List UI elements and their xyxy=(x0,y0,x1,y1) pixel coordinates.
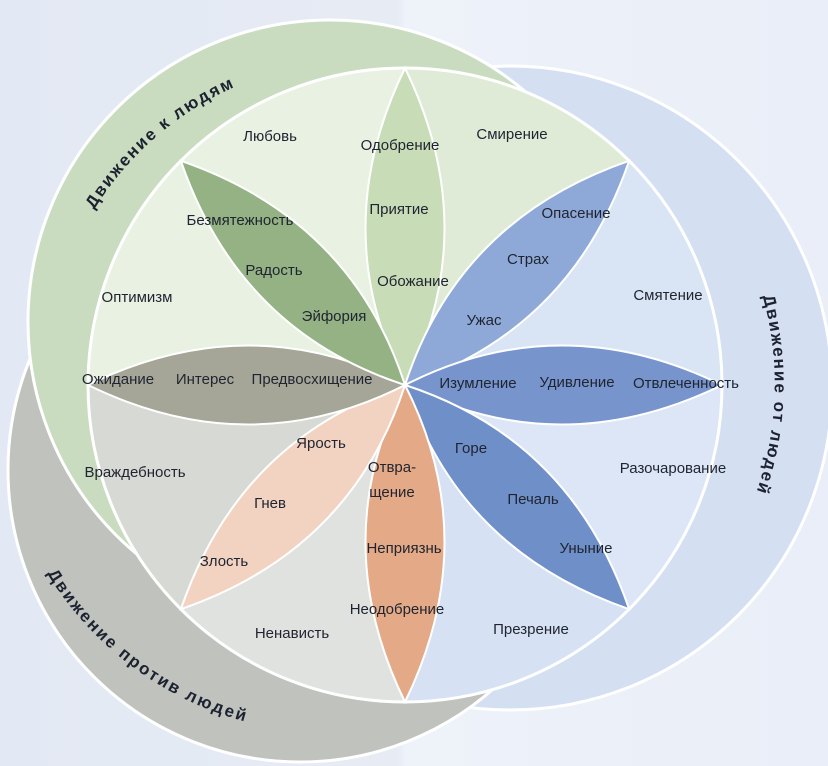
label-loathing-line2: щение xyxy=(369,484,415,501)
label-interest: Интерес xyxy=(176,371,235,388)
label-fear: Страх xyxy=(507,251,549,268)
petal-surprise xyxy=(402,344,725,426)
label-love: Любовь xyxy=(243,128,297,145)
label-approval: Одобрение xyxy=(361,137,440,154)
petal-fear xyxy=(403,159,631,387)
label-loathing-line1: Отвра- xyxy=(368,459,416,476)
label-distraction: Отвлеченность xyxy=(633,375,739,392)
label-surprise: Удивление xyxy=(539,374,614,391)
petal-joy xyxy=(179,159,407,387)
label-terror: Ужас xyxy=(467,312,502,329)
petals xyxy=(85,65,725,705)
label-apprehension: Опасение xyxy=(542,205,611,222)
label-amazement: Изумление xyxy=(439,375,516,392)
label-anger: Гнев xyxy=(254,495,286,512)
label-pensiveness: Уныние xyxy=(560,540,613,557)
label-acceptance: Приятие xyxy=(369,201,428,218)
label-adoration: Обожание xyxy=(377,273,449,290)
label-annoyance: Злость xyxy=(200,553,249,570)
petal-sadness xyxy=(403,383,631,611)
label-vigilance: Предвосхищение xyxy=(252,371,373,388)
petal-anger xyxy=(179,383,407,611)
label-hate: Ненависть xyxy=(255,625,330,642)
petal-trust xyxy=(364,65,446,388)
label-disgust: Неприязнь xyxy=(366,540,441,557)
label-serenity: Безмятежность xyxy=(187,212,294,229)
label-boredom: Неодобрение xyxy=(350,601,445,618)
label-submission: Смирение xyxy=(476,126,547,143)
label-optimism: Оптимизм xyxy=(102,289,173,306)
petal-disgust xyxy=(364,382,446,705)
label-anticipation: Ожидание xyxy=(82,371,154,388)
label-ecstasy: Эйфория xyxy=(302,308,367,325)
petal-anticipation xyxy=(85,344,408,426)
label-aggressiveness: Враждебность xyxy=(84,464,185,481)
label-sadness: Печаль xyxy=(507,491,559,508)
label-grief: Горе xyxy=(455,440,487,457)
label-rage: Ярость xyxy=(296,435,346,452)
label-disappointment: Разочарование xyxy=(620,460,726,477)
label-joy: Радость xyxy=(245,262,302,279)
emotion-labels: Любовь Одобрение Смирение Безмятежность … xyxy=(82,126,739,642)
label-contempt: Презрение xyxy=(493,621,569,638)
label-awe: Смятение xyxy=(633,287,702,304)
